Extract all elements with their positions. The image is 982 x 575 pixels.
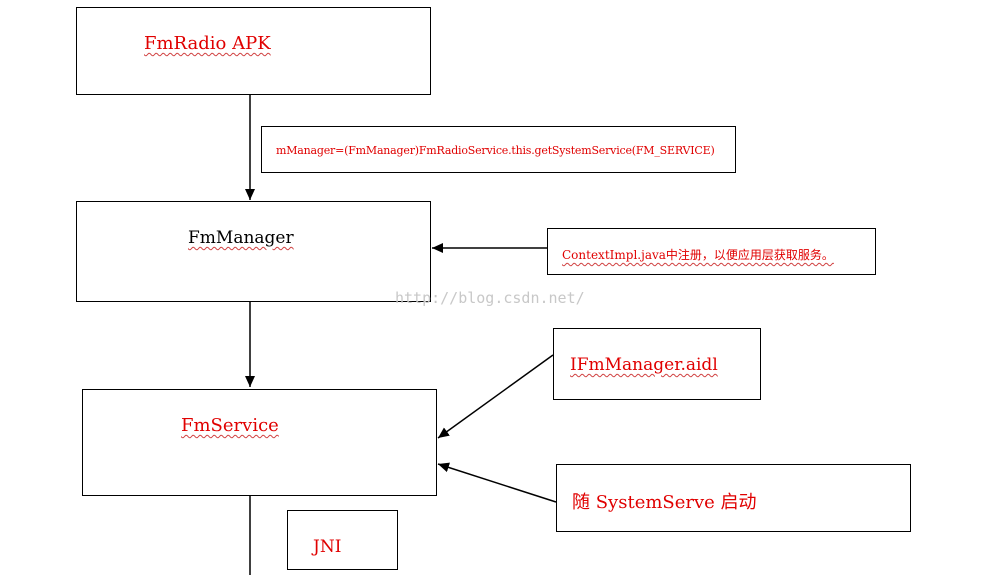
context-impl-text: ContextImpl.java中注册，以便应用层获取服务。	[562, 248, 834, 262]
ifm-aidl-box: IFmManager.aidl	[553, 328, 761, 400]
system-serve-label: 随 SystemServe 启动	[572, 492, 757, 513]
arrow-systemserve-to-service	[437, 462, 557, 503]
jni-label: JNI	[313, 537, 342, 557]
fmradio-apk-label: FmRadio APK	[144, 33, 271, 54]
fmmanager-box: FmManager	[76, 201, 431, 302]
fmmanager-label: FmManager	[188, 228, 294, 248]
jni-box: JNI	[287, 510, 398, 570]
fmservice-label: FmService	[181, 415, 279, 436]
context-impl-note: ContextImpl.java中注册，以便应用层获取服务。	[547, 228, 876, 275]
system-serve-box: 随 SystemServe 启动	[556, 464, 911, 532]
watermark: http://blog.csdn.net/	[395, 289, 585, 307]
context-impl-label: ContextImpl.java中注册，以便应用层获取服务。	[562, 246, 834, 263]
ifm-aidl-label: IFmManager.aidl	[570, 355, 718, 375]
fmradio-apk-box: FmRadio APK	[76, 7, 431, 95]
fmservice-box: FmService	[82, 389, 437, 496]
get-system-service-label: mManager=(FmManager)FmRadioService.this.…	[276, 144, 715, 157]
arrow-aidl-to-service	[437, 354, 554, 439]
get-system-service-note: mManager=(FmManager)FmRadioService.this.…	[261, 126, 736, 173]
